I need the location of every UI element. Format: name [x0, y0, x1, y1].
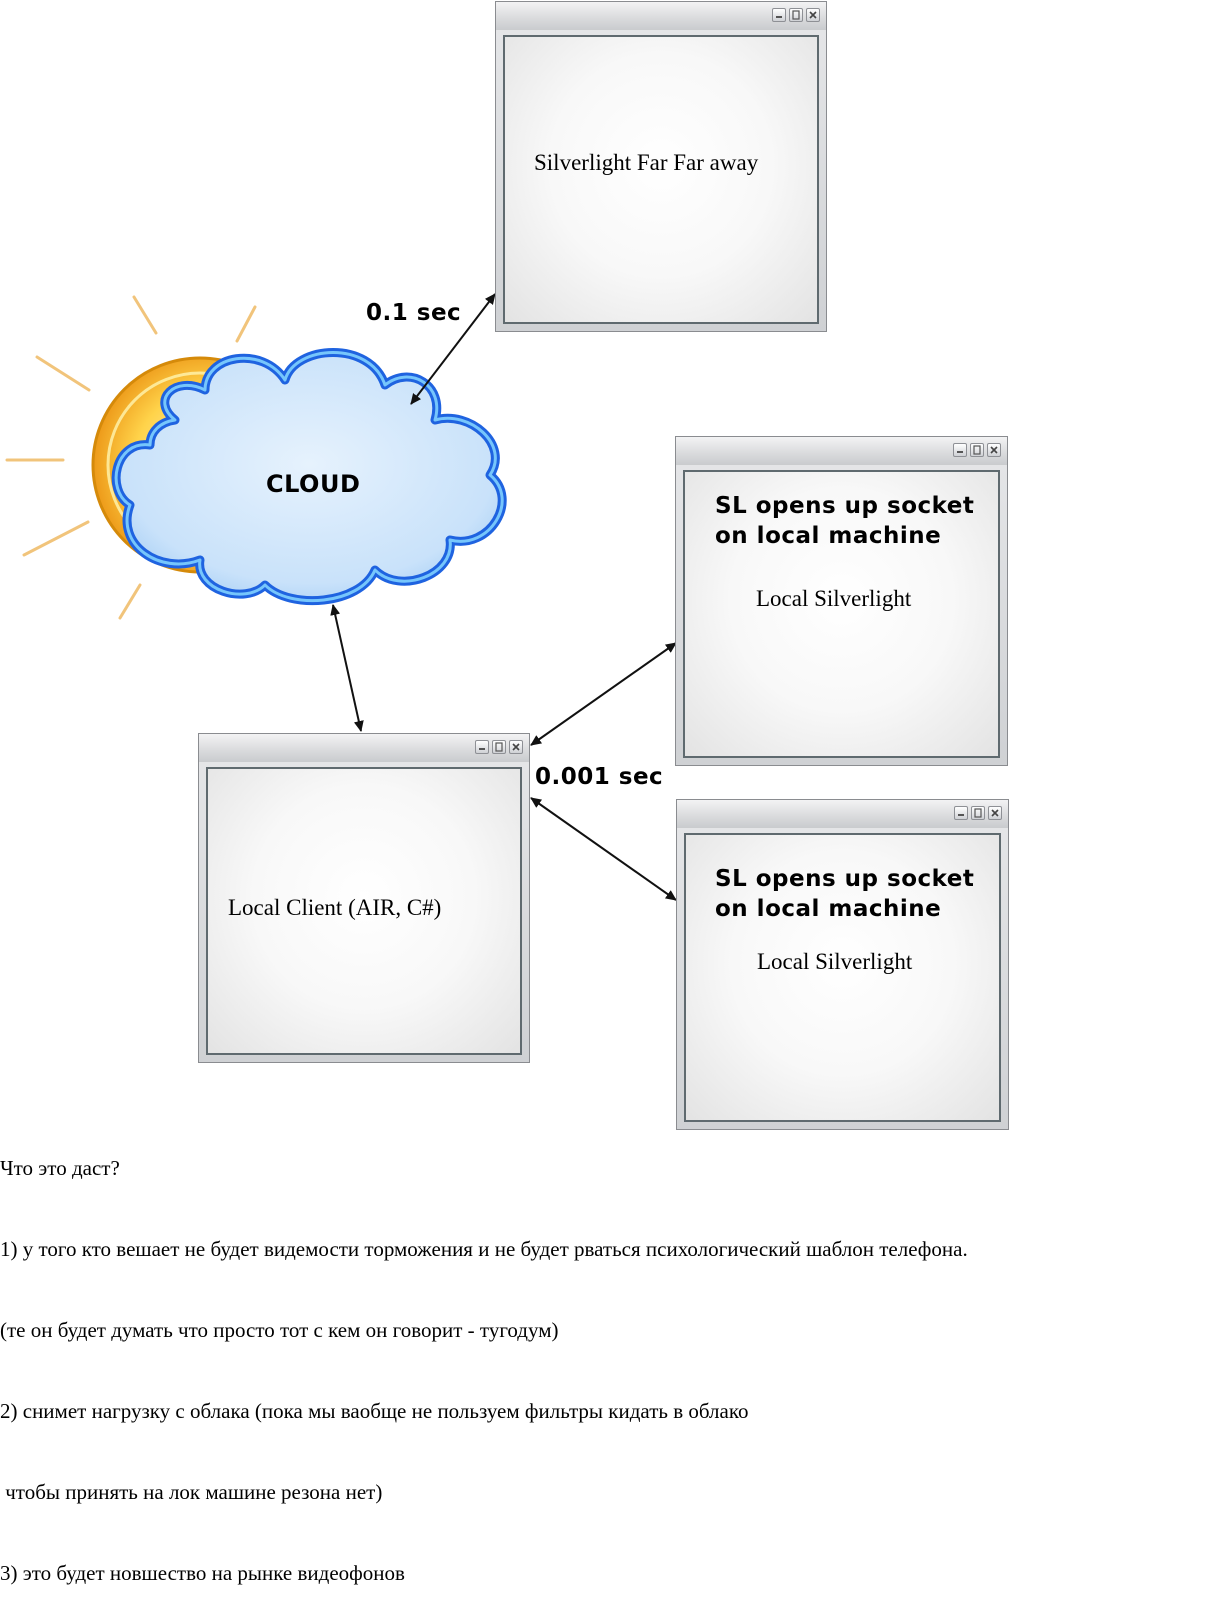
window-client-area: [683, 470, 1000, 758]
note-line: Что это даст?: [0, 1156, 120, 1180]
window-client-area: [503, 35, 819, 324]
window-local-silverlight-2: [676, 799, 1009, 1130]
window-client-area: [684, 833, 1001, 1122]
window-local-silverlight-1: [675, 436, 1008, 766]
diagram-canvas: [5, 293, 677, 901]
window-local-client: [198, 733, 530, 1063]
titlebar[interactable]: [676, 437, 1007, 465]
cloud-icon: [111, 348, 507, 606]
close-icon[interactable]: [987, 443, 1001, 457]
cloud-label: CLOUD: [266, 470, 361, 498]
connection-arrows: [330, 293, 677, 901]
titlebar[interactable]: [199, 734, 529, 762]
local1-heading-line1: SL opens up socket: [715, 493, 975, 519]
local2-heading-line1: SL opens up socket: [715, 866, 975, 892]
close-icon[interactable]: [806, 8, 820, 22]
titlebar[interactable]: [496, 2, 826, 30]
note-line: (те он будет думать что просто тот с кем…: [0, 1318, 559, 1342]
arrow-client-local1: [530, 642, 677, 746]
sun-rays: [5, 295, 257, 620]
restore-icon[interactable]: [971, 806, 985, 820]
note-line: 1) у того кто вешает не будет видемости …: [0, 1237, 968, 1261]
minimize-icon[interactable]: [954, 806, 968, 820]
restore-icon[interactable]: [492, 740, 506, 754]
local2-heading-line2: on local machine: [715, 896, 942, 922]
window-far-silverlight: [495, 1, 827, 332]
arrow-cloud-far: [410, 293, 496, 405]
minimize-icon[interactable]: [475, 740, 489, 754]
window-client-area: [206, 767, 522, 1055]
close-icon[interactable]: [988, 806, 1002, 820]
latency-far-label: 0.1 sec: [366, 300, 462, 326]
notes-block: Что это даст? 1) у того кто вешает не бу…: [0, 1101, 968, 1614]
far-silverlight-label: Silverlight Far Far away: [534, 150, 759, 175]
restore-icon[interactable]: [789, 8, 803, 22]
local-client-label: Local Client (AIR, C#): [228, 895, 442, 920]
note-line: чтобы принять на лок машине резона нет): [0, 1480, 383, 1504]
minimize-icon[interactable]: [772, 8, 786, 22]
local1-heading-line2: on local machine: [715, 523, 942, 549]
latency-local-label: 0.001 sec: [535, 764, 664, 790]
close-icon[interactable]: [509, 740, 523, 754]
local2-label: Local Silverlight: [757, 949, 913, 974]
arrow-cloud-client: [330, 604, 364, 732]
note-line: 2) снимет нагрузку с облака (пока мы вао…: [0, 1399, 749, 1423]
local1-label: Local Silverlight: [756, 586, 912, 611]
titlebar[interactable]: [677, 800, 1008, 828]
arrow-client-local2: [530, 797, 677, 901]
note-line: 3) это будет новшество на рынке видеофон…: [0, 1561, 405, 1585]
restore-icon[interactable]: [970, 443, 984, 457]
minimize-icon[interactable]: [953, 443, 967, 457]
